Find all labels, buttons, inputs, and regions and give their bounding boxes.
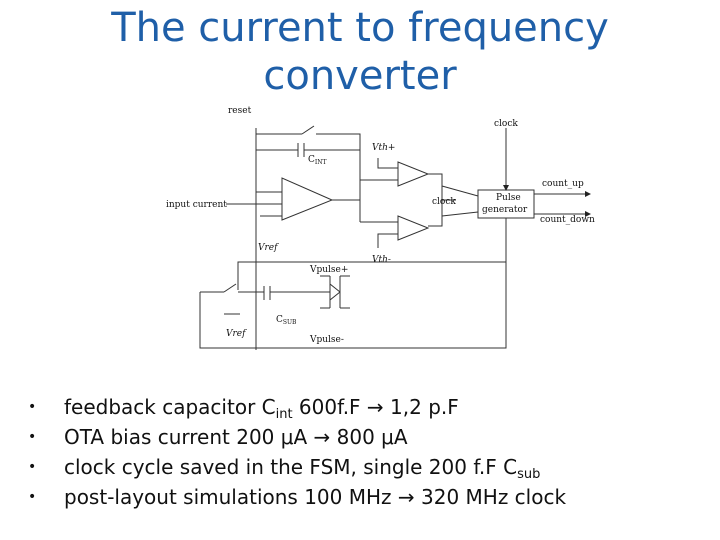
label-vpulse-plus: Vpulse+ [309,265,348,275]
bottom-switch [223,283,237,293]
label-reset: reset [228,106,252,116]
ota-triangle [281,177,334,221]
reset-switch [301,125,315,135]
bullet-list: •feedback capacitor Cint 600f.F → 1,2 p.… [28,392,718,512]
title-line-2: converter [263,53,457,99]
label-csub: CSUB [276,315,297,326]
label-count-down: count_down [540,215,595,225]
label-clock-top: clock [494,119,518,129]
bullet-item: •OTA bias current 200 μA → 800 μA [28,422,718,452]
bullet-dot: • [28,399,37,415]
label-clock-mid: clock [432,197,456,207]
label-pulse-line1: Pulse [496,193,521,203]
bullet-item: •clock cycle saved in the FSM, single 20… [28,452,718,482]
slide-title: The current to frequency converter [0,4,720,100]
label-pulse-line2: generator [482,205,528,215]
bullet-dot: • [28,429,37,445]
bullet-item: •post-layout simulations 100 MHz → 320 M… [28,482,718,512]
bullet-dot: • [28,459,37,475]
cint-capacitor [297,143,305,157]
bottom-frame [199,262,507,349]
label-vth-plus: Vth+ [372,143,395,153]
comparator-upper [397,161,430,187]
comparator-lower [397,215,430,241]
label-vpulse-minus: Vpulse- [309,335,344,345]
label-vref-top: Vref [258,243,279,253]
label-count-up: count_up [542,179,584,189]
converter-schematic: reset CINT input current Vref Vth+ Vth- … [166,106,595,350]
csub-capacitor [263,286,271,300]
label-vth-minus: Vth- [372,255,391,265]
bullet-dot: • [28,489,37,505]
vpulse-switch [329,276,341,308]
title-line-1: The current to frequency [111,5,609,51]
label-cint: CINT [308,155,327,166]
label-vref-bottom: Vref [226,329,247,339]
label-input-current: input current [166,200,227,210]
reset-wire [255,128,302,135]
bullet-item: •feedback capacitor Cint 600f.F → 1,2 p.… [28,392,718,422]
